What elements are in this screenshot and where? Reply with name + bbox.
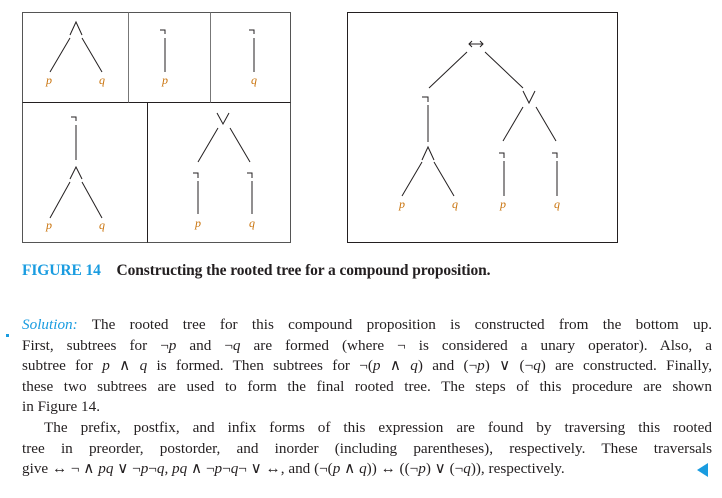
leaf-p: p xyxy=(194,216,201,230)
solution-text: Solution: The rooted tree for this compo… xyxy=(22,315,712,480)
text-line: The prefix, postfix, and infix forms of … xyxy=(44,418,712,436)
leaf-q: q xyxy=(251,73,257,87)
leaf-q: q xyxy=(99,73,105,87)
leaf-p: p xyxy=(161,73,168,87)
biconditional-symbol xyxy=(468,40,484,48)
right-panel-frame xyxy=(347,12,618,243)
and-symbol xyxy=(69,20,83,36)
or-symbol xyxy=(216,112,230,126)
tree-not-p xyxy=(160,29,166,72)
text-line: in Figure 14. xyxy=(22,398,101,416)
and-symbol xyxy=(421,145,435,161)
left-panel-frame xyxy=(22,12,291,243)
tree-final xyxy=(401,40,558,197)
leaf-p: p xyxy=(499,197,506,211)
text-line: tree in preorder, postorder, and inorder… xyxy=(22,439,712,457)
leaf-q: q xyxy=(452,197,458,211)
text-line: these two subtrees are used to form the … xyxy=(22,377,712,395)
text-line: Solution: The rooted tree for this compo… xyxy=(22,316,712,333)
margin-marker xyxy=(6,334,9,337)
solution-label: Solution: xyxy=(22,316,78,333)
leaf-p: p xyxy=(45,73,52,87)
figure-title: Constructing the rooted tree for a compo… xyxy=(116,262,491,279)
end-of-solution-marker-icon xyxy=(697,463,708,477)
tree-p-and-q xyxy=(49,20,103,73)
tree-not-q xyxy=(249,29,255,72)
not-symbol xyxy=(247,172,253,178)
not-symbol xyxy=(552,152,558,158)
leaf-p: p xyxy=(45,218,52,232)
figure-caption: FIGURE 14 Constructing the rooted tree f… xyxy=(22,262,491,280)
not-symbol xyxy=(160,29,166,34)
tree-not-p-and-q xyxy=(49,116,103,219)
figure-label: FIGURE 14 xyxy=(22,262,101,279)
or-symbol xyxy=(522,90,536,105)
leaf-q: q xyxy=(249,216,255,230)
figure-14-diagram: p q p q p q p q p q p q xyxy=(22,12,618,243)
leaf-p: p xyxy=(398,197,405,211)
not-symbol xyxy=(71,116,77,121)
and-symbol xyxy=(69,165,83,180)
text-line: give ↔ ¬ ∧ pq ∨ ¬p¬q, pq ∧ ¬p¬q¬ ∨ ↔, an… xyxy=(22,460,565,478)
not-symbol xyxy=(249,29,255,34)
not-symbol xyxy=(499,152,505,158)
leaf-q: q xyxy=(99,218,105,232)
not-symbol xyxy=(422,96,429,102)
text-line: subtree for p ∧ q is formed. Then subtre… xyxy=(22,357,712,375)
text-line: First, subtrees for ¬p and ¬q are formed… xyxy=(22,336,712,354)
not-symbol xyxy=(193,172,199,178)
tree-not-p-or-not-q xyxy=(193,112,253,214)
leaf-q: q xyxy=(554,197,560,211)
